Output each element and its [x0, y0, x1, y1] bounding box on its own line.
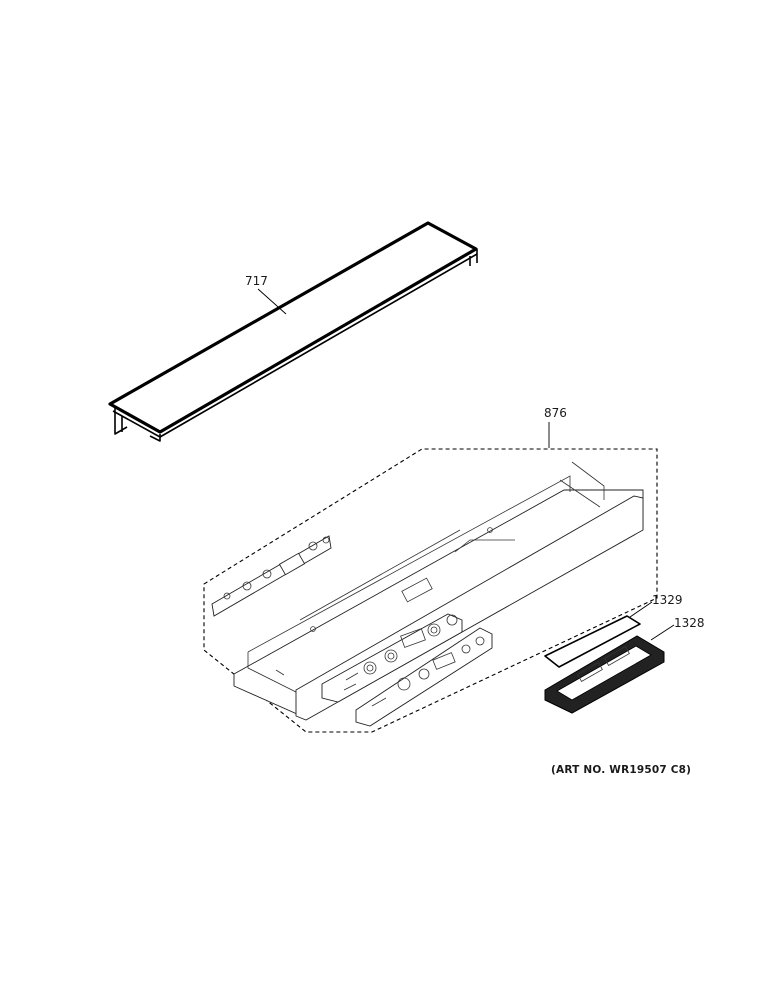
- part-1329-overlay[interactable]: [544, 615, 641, 668]
- leader-717: [257, 288, 287, 315]
- assembly-outline: [203, 448, 658, 733]
- part-876-control-panel[interactable]: [203, 448, 658, 733]
- part-1328-bezel[interactable]: [544, 635, 665, 714]
- callout-1328: 1328: [674, 616, 705, 630]
- part-717-cover[interactable]: [108, 221, 478, 442]
- callout-717: 717: [245, 274, 268, 288]
- callout-1329: 1329: [652, 593, 683, 607]
- leader-1328: [650, 624, 675, 641]
- art-number: (ART NO. WR19507 C8): [551, 764, 692, 776]
- callout-876: 876: [544, 406, 567, 420]
- leader-1329: [629, 601, 653, 618]
